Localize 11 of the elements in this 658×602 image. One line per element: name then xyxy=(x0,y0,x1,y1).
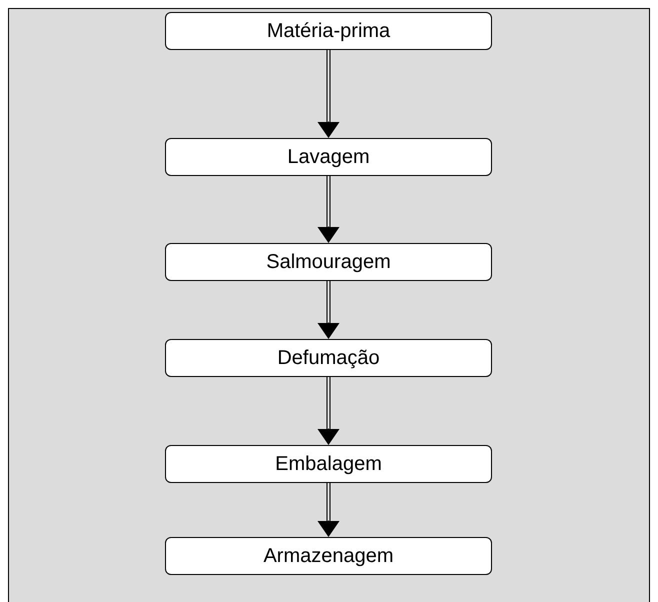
arrow xyxy=(318,50,340,138)
process-box: Lavagem xyxy=(165,138,492,176)
process-box: Armazenagem xyxy=(165,537,492,575)
arrow xyxy=(318,482,340,537)
process-box: Defumação xyxy=(165,339,492,377)
arrow xyxy=(318,280,340,339)
process-box: Salmouragem xyxy=(165,243,492,281)
process-box: Embalagem xyxy=(165,445,492,483)
arrow xyxy=(318,376,340,445)
process-box: Matéria-prima xyxy=(165,12,492,50)
arrow xyxy=(318,176,340,243)
